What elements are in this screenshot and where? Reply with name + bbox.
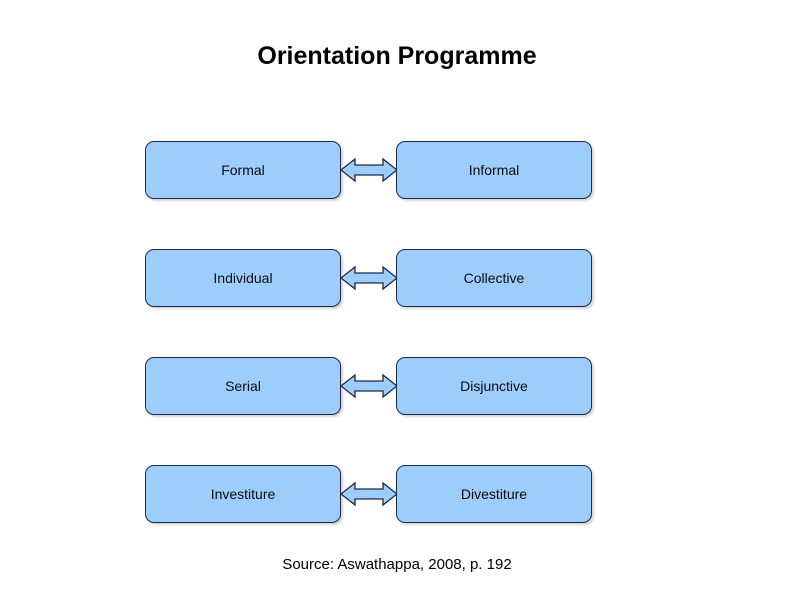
- page-title: Orientation Programme: [257, 42, 537, 70]
- node-formal[interactable]: Formal: [145, 141, 341, 199]
- diagram-row: Serial Disjunctive: [145, 357, 597, 417]
- diagram-row: Investiture Divestiture: [145, 465, 597, 525]
- node-investiture[interactable]: Investiture: [145, 465, 341, 523]
- double-headed-arrow-icon: [340, 370, 398, 402]
- diagram-row: Formal Informal: [145, 141, 597, 201]
- source-caption: Source: Aswathappa, 2008, p. 192: [282, 556, 512, 573]
- node-informal[interactable]: Informal: [396, 141, 592, 199]
- node-collective[interactable]: Collective: [396, 249, 592, 307]
- diagram-row: Individual Collective: [145, 249, 597, 309]
- node-individual[interactable]: Individual: [145, 249, 341, 307]
- node-divestiture[interactable]: Divestiture: [396, 465, 592, 523]
- node-disjunctive[interactable]: Disjunctive: [396, 357, 592, 415]
- double-headed-arrow-icon: [340, 478, 398, 510]
- double-headed-arrow-icon: [340, 154, 398, 186]
- double-headed-arrow-icon: [340, 262, 398, 294]
- node-serial[interactable]: Serial: [145, 357, 341, 415]
